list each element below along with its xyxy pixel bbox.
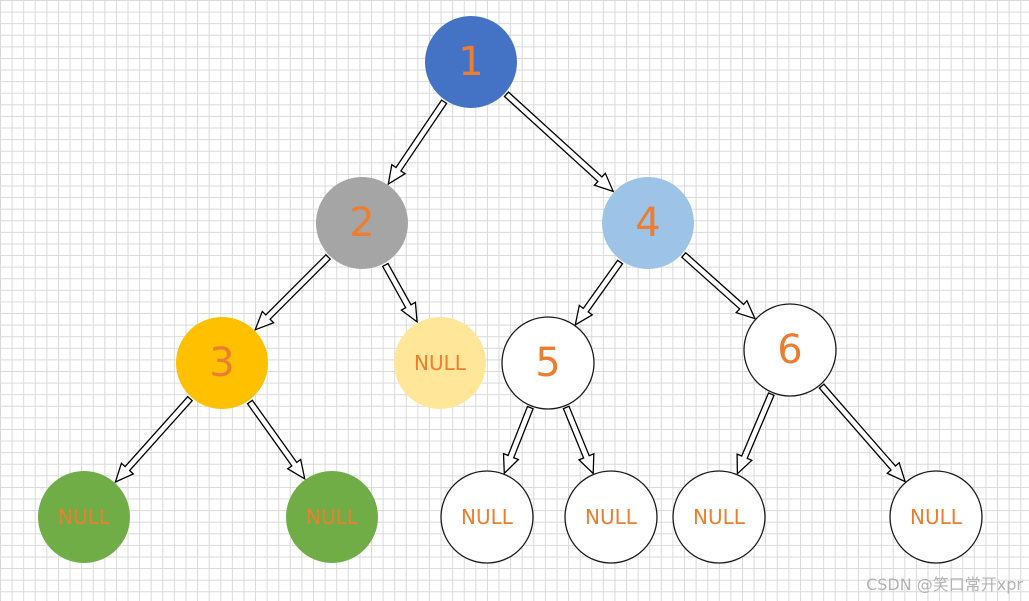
watermark: CSDN @笑口常开xpr — [866, 575, 1023, 594]
node-5-left-null-label: NULL — [461, 505, 514, 529]
edge-arrow-n5-n5r — [562, 405, 595, 475]
node-2: 2 — [316, 177, 408, 269]
node-5-left-null: NULL — [440, 470, 534, 564]
edge-arrow-n1-n4 — [503, 91, 615, 193]
node-2-label: 2 — [349, 200, 374, 246]
edge-arrow-n6-n6l — [736, 392, 775, 476]
edge-arrow-n4-n6 — [680, 251, 757, 320]
node-6-right-null: NULL — [889, 470, 983, 564]
node-3-left-null-label: NULL — [58, 505, 111, 529]
node-5-right-null: NULL — [564, 470, 658, 564]
node-3-right-null: NULL — [286, 471, 378, 563]
node-3-right-null-label: NULL — [306, 505, 359, 529]
edge-arrow-n2-n2r — [381, 262, 418, 324]
node-3: 3 — [176, 317, 268, 409]
node-6-left-null-label: NULL — [693, 505, 746, 529]
node-4-label: 4 — [635, 200, 660, 246]
edge-arrow-n3-n3l — [114, 395, 194, 484]
edge-arrow-n5-n5l — [502, 405, 534, 475]
node-4: 4 — [602, 177, 694, 269]
edge-arrow-n2-n3 — [254, 253, 332, 331]
node-2-right-null: NULL — [394, 317, 486, 409]
edge-arrow-n6-n6r — [818, 383, 907, 483]
node-5-right-null-label: NULL — [585, 505, 638, 529]
node-6: 6 — [743, 303, 837, 397]
node-5-label: 5 — [535, 340, 560, 386]
node-1-label: 1 — [458, 39, 483, 85]
node-1: 1 — [425, 16, 517, 108]
node-2-right-null-label: NULL — [414, 351, 467, 375]
node-6-left-null: NULL — [672, 470, 766, 564]
edge-arrow-n4-n5 — [574, 259, 624, 327]
node-3-label: 3 — [209, 340, 234, 386]
node-6-right-null-label: NULL — [910, 505, 963, 529]
node-3-left-null: NULL — [38, 471, 130, 563]
node-5: 5 — [501, 316, 595, 410]
edges-layer — [114, 91, 907, 484]
node-6-label: 6 — [777, 327, 802, 373]
edge-arrow-n1-n2 — [387, 99, 448, 186]
edge-arrow-n3-n3r — [246, 399, 306, 481]
